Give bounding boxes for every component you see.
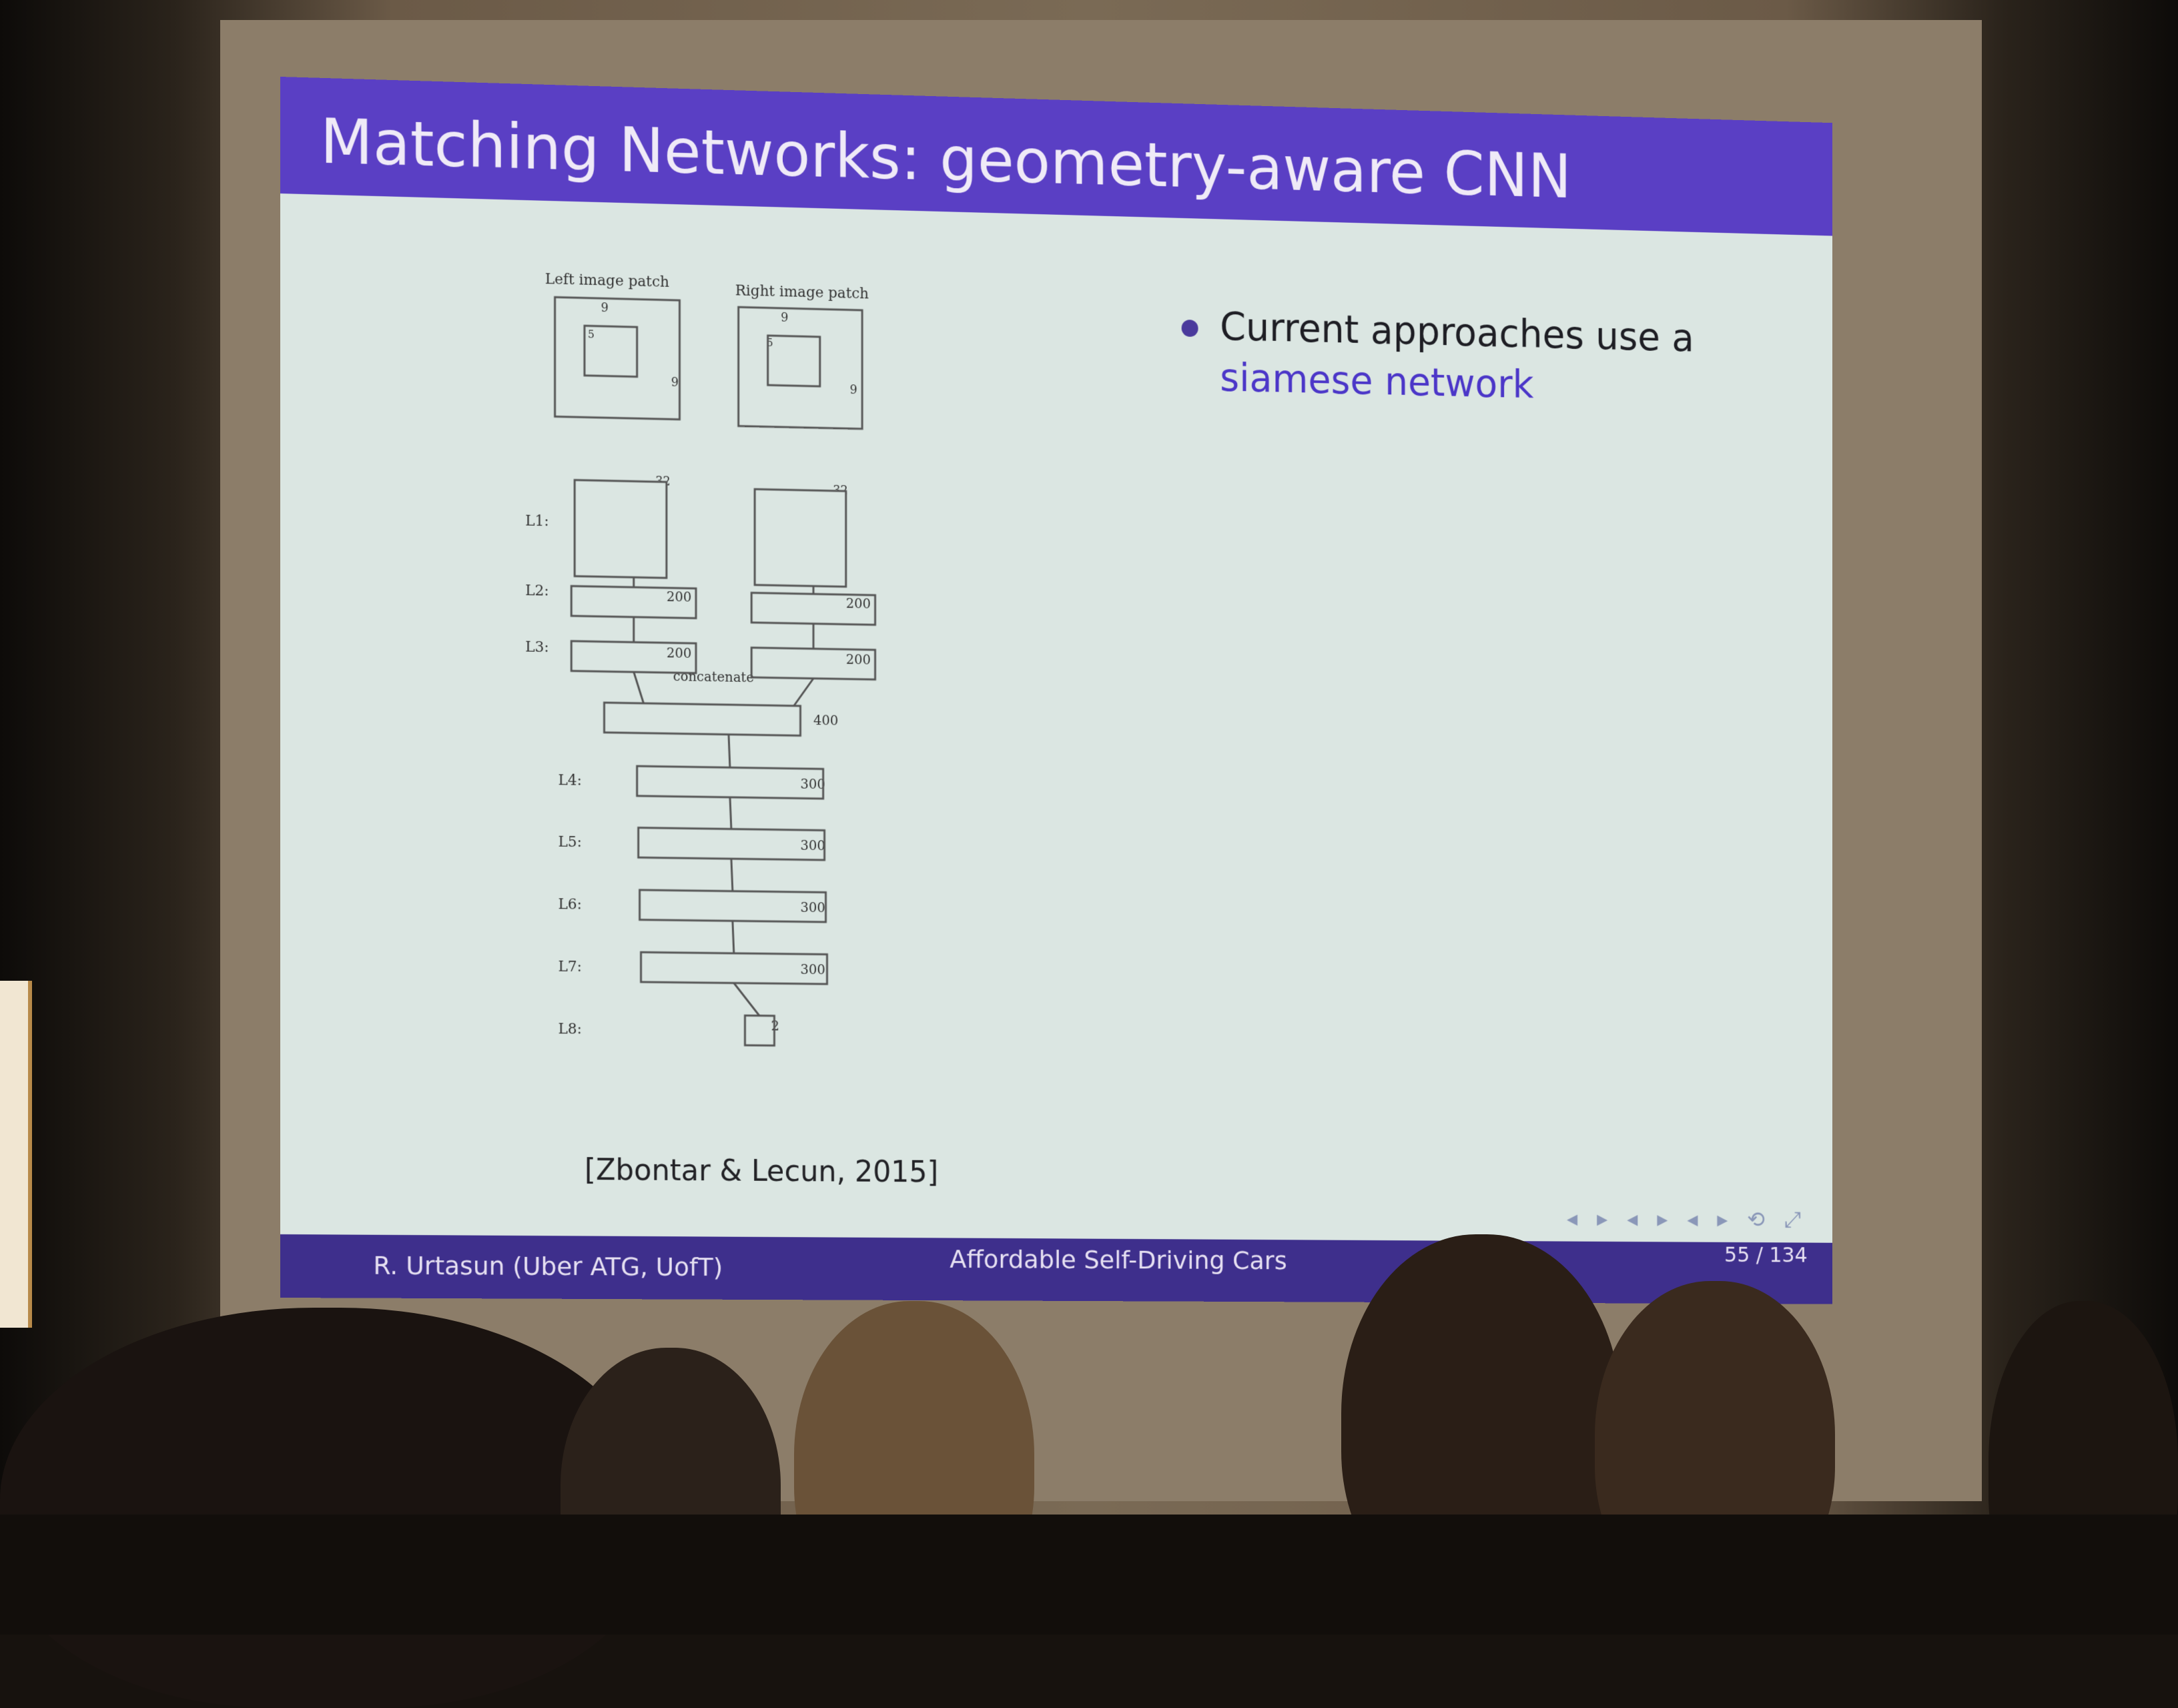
l5-size: 300 xyxy=(800,837,825,853)
right-kernel-size: 5 xyxy=(767,336,773,349)
concatenate-label: concatenate xyxy=(673,668,754,685)
layer-label-l8: L8: xyxy=(559,1021,582,1037)
bullet-item: Current approaches use a siamese network xyxy=(1181,300,1694,414)
slide: Matching Networks: geometry-aware CNN Le… xyxy=(280,77,1832,1304)
right-l1-channels: 32 xyxy=(833,484,847,498)
l4-size: 300 xyxy=(800,776,825,792)
audience-head xyxy=(0,1308,654,1708)
layer-label-l2: L2: xyxy=(525,582,549,600)
left-patch-size-side: 9 xyxy=(671,376,679,390)
l6-size: 300 xyxy=(800,899,825,915)
slide-title: Matching Networks: geometry-aware CNN xyxy=(320,105,1571,212)
l4-block xyxy=(637,766,823,799)
l7-size: 300 xyxy=(800,961,825,977)
right-l2-size: 200 xyxy=(846,595,871,611)
left-input-patch xyxy=(555,297,680,419)
right-l1-block xyxy=(755,489,846,586)
citation: [Zbontar & Lecun, 2015] xyxy=(584,1153,939,1190)
left-l1-block xyxy=(575,480,667,578)
layer-label-l4: L4: xyxy=(559,772,582,789)
right-input-patch xyxy=(739,307,862,428)
l5-block xyxy=(639,828,825,860)
left-kernel-size: 5 xyxy=(588,328,595,340)
l8-block xyxy=(745,1015,774,1045)
audience-bodies xyxy=(0,1515,2178,1635)
layer-label-l3: L3: xyxy=(525,639,549,657)
left-l3-size: 200 xyxy=(667,645,691,661)
l7-block xyxy=(641,952,827,984)
podium xyxy=(0,981,32,1328)
audience xyxy=(0,1221,2178,1708)
concat-block xyxy=(604,703,800,735)
left-l1-channels: 32 xyxy=(655,474,670,488)
layer-label-l7: L7: xyxy=(559,959,582,975)
left-l2-size: 200 xyxy=(667,588,691,605)
right-patch-size-top: 9 xyxy=(781,311,788,325)
right-kernel-window xyxy=(768,336,820,386)
bullet-dot-icon xyxy=(1181,319,1198,337)
network-diagram: Left image patch Right image patch 9 9 9… xyxy=(525,264,943,1261)
l8-size: 2 xyxy=(771,1017,779,1033)
layer-label-l1: L1: xyxy=(525,513,549,530)
l6-block xyxy=(640,890,826,922)
concat-size: 400 xyxy=(813,712,838,728)
left-patch-label: Left image patch xyxy=(545,271,669,291)
right-patch-label: Right image patch xyxy=(735,282,869,302)
layer-label-l5: L5: xyxy=(559,834,582,851)
layer-label-l6: L6: xyxy=(559,896,582,913)
right-patch-size-side: 9 xyxy=(850,383,857,397)
bullet-text: Current approaches use a xyxy=(1220,304,1694,360)
network-diagram-svg: Left image patch Right image patch 9 9 9… xyxy=(525,271,943,1261)
right-l3-size: 200 xyxy=(846,651,871,667)
left-patch-size-top: 9 xyxy=(601,301,609,315)
